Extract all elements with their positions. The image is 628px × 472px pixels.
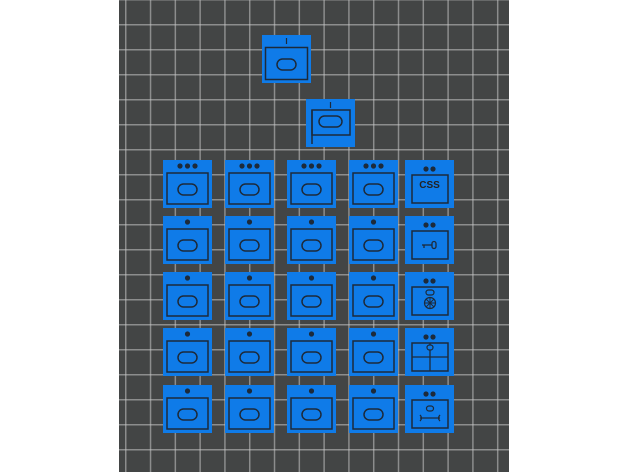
button-icon [228,388,271,430]
css-icon [411,166,449,204]
button-icon [228,219,271,261]
button-icon [166,331,209,373]
component-tile[interactable] [349,272,398,320]
component-tile[interactable] [163,216,212,264]
component-tile[interactable] [349,160,398,208]
button-icon [228,163,271,205]
component-tile[interactable]: CSS [405,160,454,208]
component-tile[interactable] [163,385,212,433]
button-icon [352,219,395,261]
button-icon [166,219,209,261]
button-icon [166,275,209,317]
button-icon [352,388,395,430]
button-icon [290,219,333,261]
button-icon [228,275,271,317]
button-icon [352,331,395,373]
key-icon [411,222,449,260]
component-tile[interactable] [225,272,274,320]
component-tile[interactable] [225,385,274,433]
button-icon [352,163,395,205]
button-icon [290,388,333,430]
component-tile[interactable] [287,385,336,433]
component-tile[interactable] [405,272,454,320]
component-tile[interactable] [405,385,454,433]
flag-button-icon [311,102,351,144]
component-tile[interactable] [287,160,336,208]
button-icon [352,275,395,317]
component-tile[interactable] [349,328,398,376]
component-tile[interactable] [163,328,212,376]
wheel-icon [411,278,449,316]
component-tile[interactable] [405,328,454,376]
component-tile[interactable] [306,99,355,147]
component-tile[interactable] [262,35,311,83]
bone-icon [411,391,449,429]
button-icon [264,38,309,81]
button-icon [290,163,333,205]
css-label: CSS [419,180,440,191]
component-tile[interactable] [287,328,336,376]
component-tile[interactable] [349,216,398,264]
grid-layout-icon [411,334,449,372]
component-tile[interactable] [287,216,336,264]
button-icon [228,331,271,373]
button-icon [166,388,209,430]
component-tile[interactable] [225,160,274,208]
component-tile[interactable] [349,385,398,433]
component-tile[interactable] [405,216,454,264]
component-tile[interactable] [287,272,336,320]
button-icon [290,275,333,317]
component-tile[interactable] [163,272,212,320]
component-tile[interactable] [163,160,212,208]
component-tile[interactable] [225,328,274,376]
component-tile[interactable] [225,216,274,264]
button-icon [166,163,209,205]
button-icon [290,331,333,373]
